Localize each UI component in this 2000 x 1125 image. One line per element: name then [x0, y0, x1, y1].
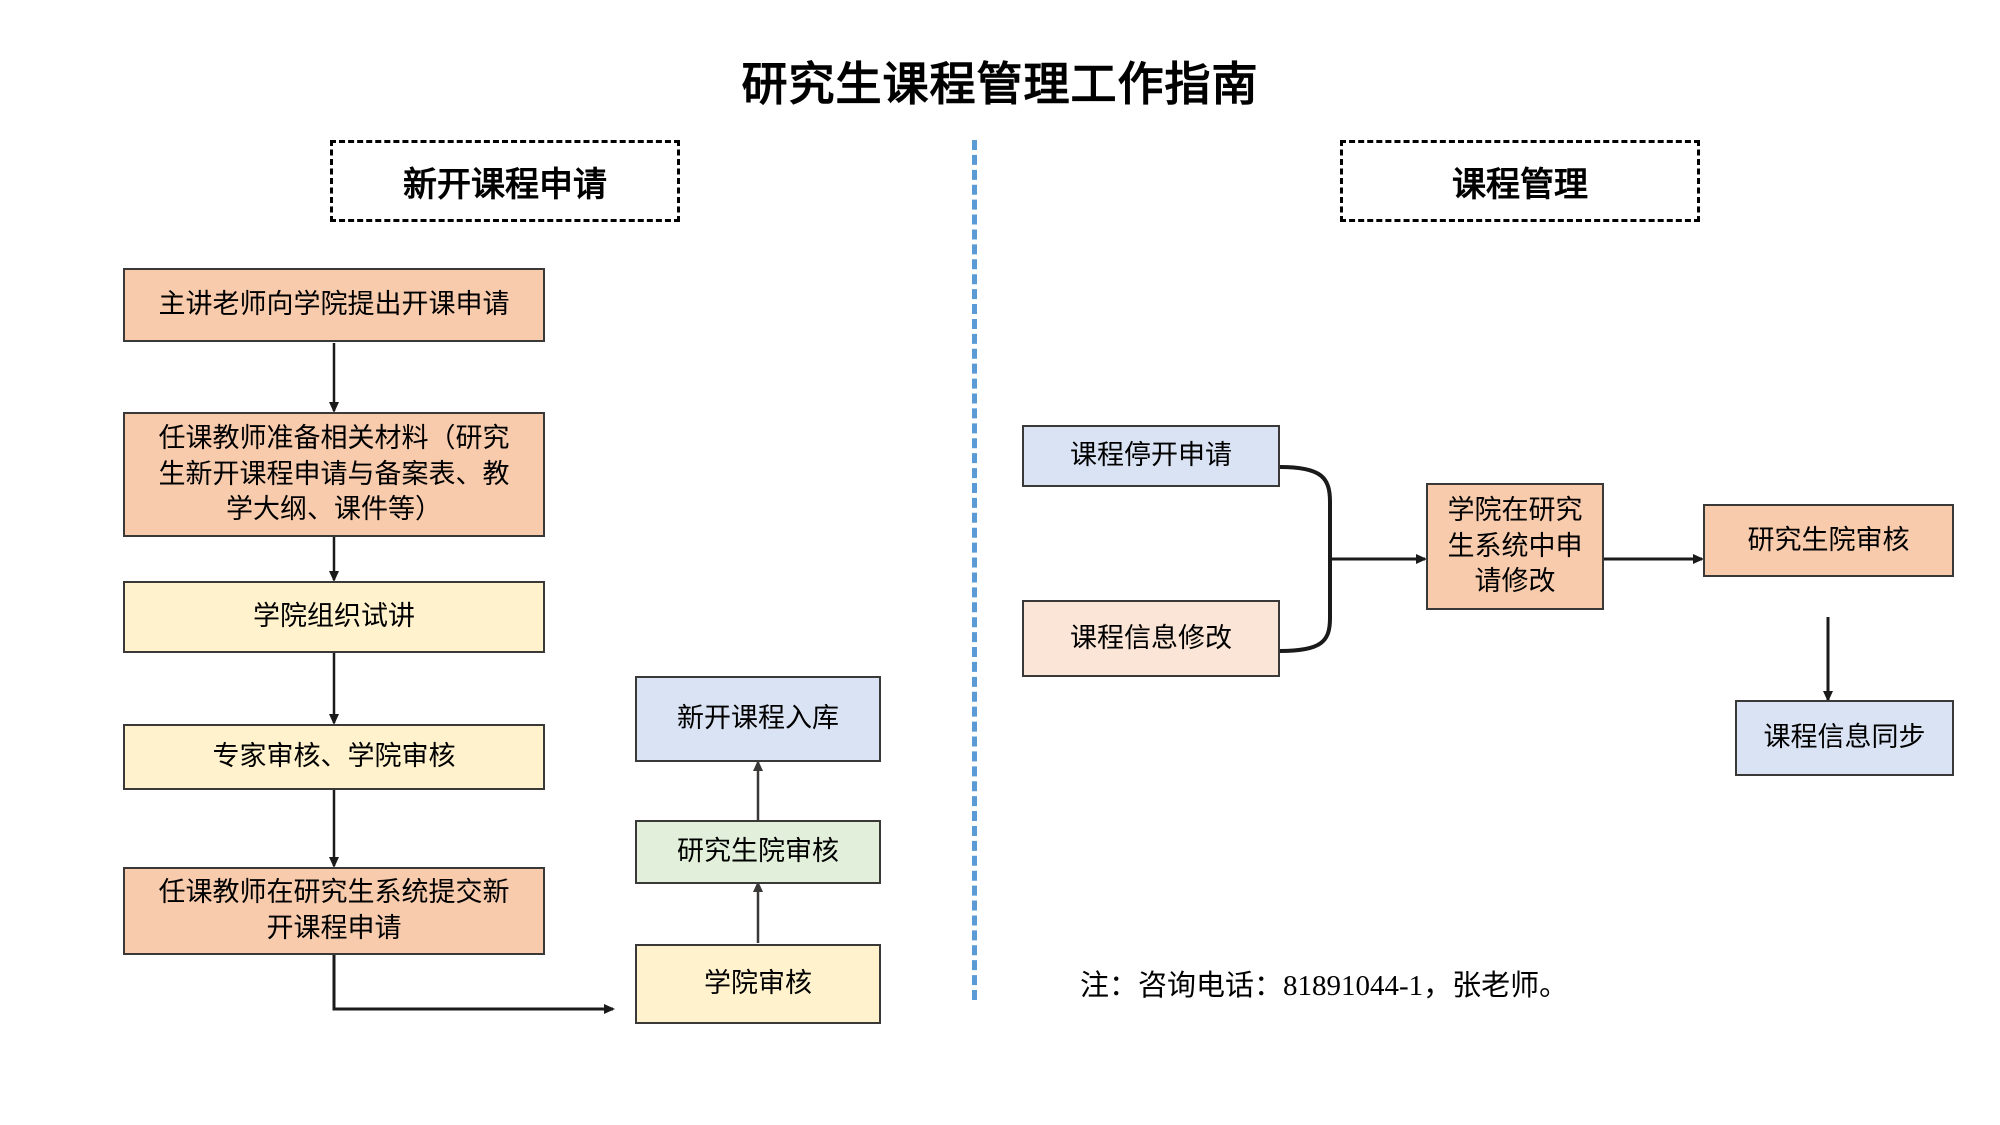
node-expert-and-college-review[interactable]: 专家审核、学院审核: [123, 724, 545, 790]
node-college-review[interactable]: 学院审核: [635, 944, 881, 1024]
node-teacher-submits-application[interactable]: 主讲老师向学院提出开课申请: [123, 268, 545, 342]
node-college-applies-modification-in-system[interactable]: 学院在研究 生系统中申 请修改: [1426, 483, 1604, 610]
node-graduate-school-review-left[interactable]: 研究生院审核: [635, 820, 881, 884]
edge-L5-M1: [332, 955, 615, 1014]
node-teacher-submits-in-system[interactable]: 任课教师在研究生系统提交新 开课程申请: [123, 867, 545, 955]
edge-merge-bracket: [1279, 465, 1332, 653]
footnote-contact: 注：咨询电话：81891044-1，张老师。: [1080, 970, 1569, 1002]
node-course-info-modification[interactable]: 课程信息修改: [1022, 600, 1280, 677]
vertical-divider-dashdot: [972, 140, 977, 1000]
node-graduate-school-review-right[interactable]: 研究生院审核: [1703, 504, 1954, 577]
node-course-info-sync[interactable]: 课程信息同步: [1735, 700, 1954, 776]
page-title: 研究生课程管理工作指南: [741, 58, 1259, 110]
node-college-organizes-trial-lecture[interactable]: 学院组织试讲: [123, 581, 545, 653]
node-new-course-added-to-database[interactable]: 新开课程入库: [635, 676, 881, 762]
node-teacher-prepares-materials[interactable]: 任课教师准备相关材料（研究 生新开课程申请与备案表、教 学大纲、课件等）: [123, 412, 545, 537]
section-header-course-management: 课程管理: [1340, 140, 1700, 222]
section-header-new-course-application: 新开课程申请: [330, 140, 680, 222]
node-course-suspension-application[interactable]: 课程停开申请: [1022, 425, 1280, 487]
